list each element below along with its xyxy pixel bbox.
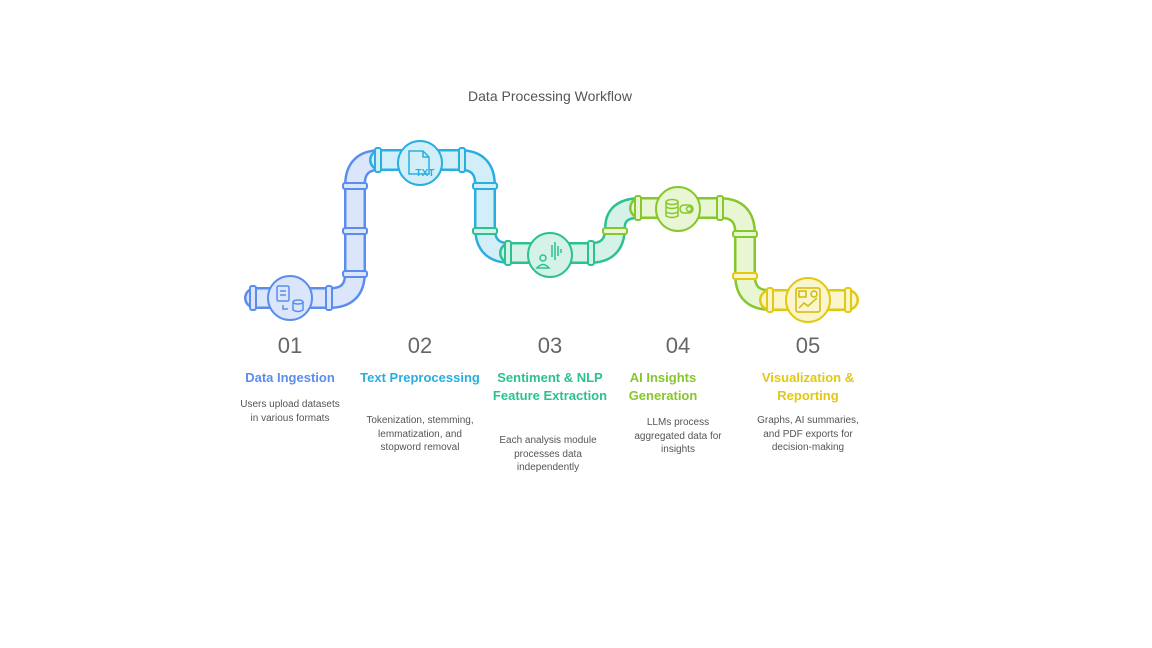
step-1-title: Data Ingestion bbox=[245, 370, 335, 385]
step-5-node bbox=[785, 277, 831, 323]
step-4-node bbox=[655, 186, 701, 232]
step-2-number: 02 bbox=[407, 333, 433, 358]
step-3-title: Sentiment & NLP Feature Extraction bbox=[492, 370, 608, 403]
step-4-number: 04 bbox=[665, 333, 691, 358]
step-3-description: Each analysis module processes data inde… bbox=[499, 435, 597, 473]
pipe-couplings bbox=[249, 147, 852, 313]
diagram-title: Data Processing Workflow bbox=[468, 88, 632, 104]
step-4-description: LLMs process aggregated data for insight… bbox=[634, 417, 722, 455]
step-5-description: Graphs, AI summaries, and PDF exports fo… bbox=[757, 415, 859, 453]
database-toggle-icon bbox=[665, 198, 694, 219]
step-5-number: 05 bbox=[795, 333, 821, 358]
step-4-title: AI Insights Generation bbox=[628, 370, 698, 403]
sound-wave-person-icon bbox=[535, 242, 562, 269]
step-3-node bbox=[527, 232, 573, 278]
step-2-title: Text Preprocessing bbox=[350, 369, 490, 387]
step-2-description: Tokenization, stemming, lemmatization, a… bbox=[366, 415, 474, 453]
dashboard-chart-icon bbox=[795, 287, 821, 313]
step-2-title-text: Text Preprocessing bbox=[360, 370, 480, 385]
step-5-title: Visualization & Reporting bbox=[761, 370, 855, 403]
step-1-number: 01 bbox=[277, 333, 303, 358]
pipe-segment-2 bbox=[369, 149, 521, 264]
step-3-number: 03 bbox=[537, 333, 563, 358]
txt-file-icon: TXT bbox=[408, 150, 435, 179]
step-1-node bbox=[267, 275, 313, 321]
step-1-description: Users upload datasets in various formats bbox=[240, 399, 340, 424]
svg-text:TXT: TXT bbox=[416, 168, 435, 179]
document-database-icon bbox=[276, 285, 304, 313]
step-2-node: TXT bbox=[397, 140, 443, 186]
